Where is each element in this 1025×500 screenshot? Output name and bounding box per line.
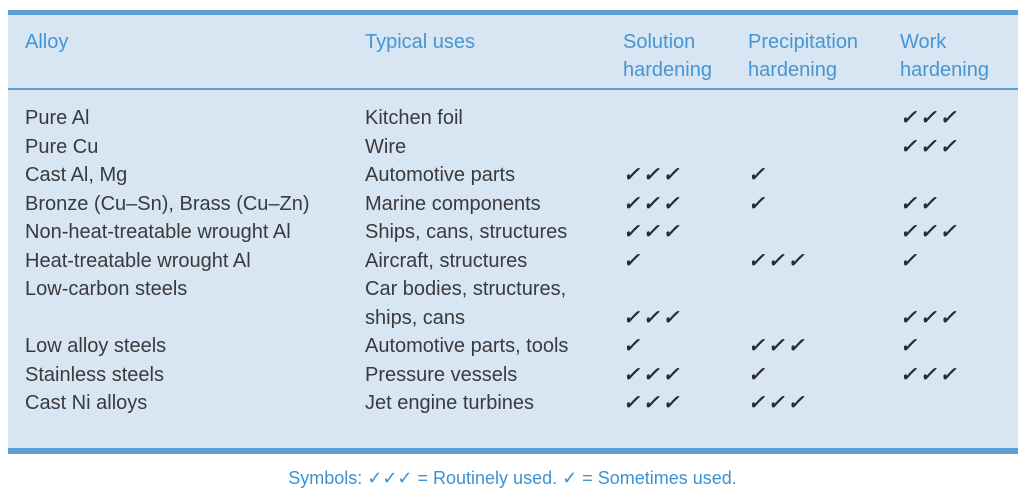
precipitation-hardening-cell: ✓	[748, 363, 768, 386]
work-hardening-cell	[900, 389, 1018, 451]
solution-hardening-cell: ✓✓✓	[623, 221, 683, 243]
uses-cell: Marine components	[365, 192, 541, 215]
alloy-cell: Low-carbon steels	[25, 278, 188, 300]
precipitation-hardening-cell	[748, 133, 900, 162]
work-hardening-cell: ✓✓	[900, 192, 940, 215]
alloy-cell: Heat-treatable wrought Al	[25, 249, 251, 272]
precipitation-hardening-cell	[748, 218, 900, 247]
alloy-cell: Bronze (Cu–Sn), Brass (Cu–Zn)	[25, 192, 310, 215]
alloy-cell: Cast Ni alloys	[25, 392, 148, 414]
solution-hardening-cell: ✓	[623, 249, 643, 272]
table-row: Heat-treatable wrought Al Aircraft, struc…	[8, 247, 1018, 276]
uses-cell: Kitchen foil	[365, 107, 463, 129]
table-row: Pure Al Kitchen foil ✓✓✓	[8, 89, 1018, 133]
table-header: Alloy Typical uses Solution hardening Pr…	[8, 12, 1018, 90]
alloy-cell: Pure Cu	[25, 135, 99, 158]
work-hardening-cell: ✓✓✓	[900, 306, 960, 329]
uses-cell: Jet engine turbines	[365, 392, 535, 414]
alloy-cell: Low alloy steels	[25, 335, 167, 357]
precipitation-hardening-cell	[748, 89, 900, 133]
work-hardening-cell: ✓✓✓	[900, 363, 960, 386]
column-header-precipitation-hardening: Precipitation hardening	[748, 12, 900, 90]
alloy-cell: Cast Al, Mg	[25, 164, 128, 186]
alloy-cell: Pure Al	[25, 107, 90, 129]
work-hardening-cell: ✓✓✓	[900, 107, 960, 129]
column-header-typical-uses: Typical uses	[365, 12, 623, 90]
table-row: Non-heat-treatable wrought Al Ships, cans…	[8, 218, 1018, 247]
precipitation-hardening-cell	[748, 275, 900, 332]
work-hardening-cell: ✓	[900, 249, 920, 272]
uses-cell: Automotive parts, tools	[365, 335, 569, 357]
uses-cell: Wire	[365, 135, 407, 158]
uses-cell: Pressure vessels	[365, 363, 518, 386]
solution-hardening-cell: ✓✓✓	[623, 392, 683, 414]
table-row: Low alloy steels Automotive parts, tools ✓…	[8, 332, 1018, 361]
column-header-alloy: Alloy	[8, 12, 365, 90]
table-row: Pure Cu Wire ✓✓✓	[8, 133, 1018, 162]
precipitation-hardening-cell: ✓	[748, 164, 768, 186]
solution-hardening-cell	[623, 89, 748, 133]
work-hardening-cell: ✓	[900, 335, 920, 357]
solution-hardening-cell: ✓✓✓	[623, 164, 683, 186]
solution-hardening-cell: ✓✓✓	[623, 363, 683, 386]
uses-cell: Aircraft, structures	[365, 249, 528, 272]
work-hardening-cell	[900, 161, 1018, 190]
precipitation-hardening-cell: ✓✓✓	[748, 249, 808, 272]
solution-hardening-cell: ✓✓✓	[623, 306, 683, 329]
precipitation-hardening-cell: ✓✓✓	[748, 335, 808, 357]
uses-cell: Car bodies, structures, ships, cans	[365, 278, 567, 329]
header-row: Alloy Typical uses Solution hardening Pr…	[8, 12, 1018, 90]
alloy-cell: Non-heat-treatable wrought Al	[25, 221, 291, 243]
alloy-hardening-table: Alloy Typical uses Solution hardening Pr…	[8, 10, 1018, 454]
symbols-legend: Symbols: ✓✓✓ = Routinely used. ✓ = Somet…	[288, 468, 737, 488]
precipitation-hardening-cell: ✓✓✓	[748, 392, 808, 414]
precipitation-hardening-cell: ✓	[748, 192, 768, 215]
solution-hardening-cell: ✓✓✓	[623, 192, 683, 215]
table-row: Low-carbon steels Car bodies, structures,…	[8, 275, 1018, 332]
solution-hardening-cell: ✓	[623, 335, 643, 357]
uses-cell: Automotive parts	[365, 164, 516, 186]
work-hardening-cell: ✓✓✓	[900, 135, 960, 158]
alloy-hardening-table-container: Alloy Typical uses Solution hardening Pr…	[8, 10, 1018, 454]
column-header-solution-hardening: Solution hardening	[623, 12, 748, 90]
column-header-work-hardening: Work hardening	[900, 12, 1018, 90]
uses-cell: Ships, cans, structures	[365, 221, 568, 243]
work-hardening-cell: ✓✓✓	[900, 221, 960, 243]
solution-hardening-cell	[623, 133, 748, 162]
table-row: Bronze (Cu–Sn), Brass (Cu–Zn) Marine comp…	[8, 190, 1018, 219]
alloy-cell: Stainless steels	[25, 363, 164, 386]
table-row: Cast Ni alloys Jet engine turbines ✓✓✓ ✓✓✓	[8, 389, 1018, 451]
